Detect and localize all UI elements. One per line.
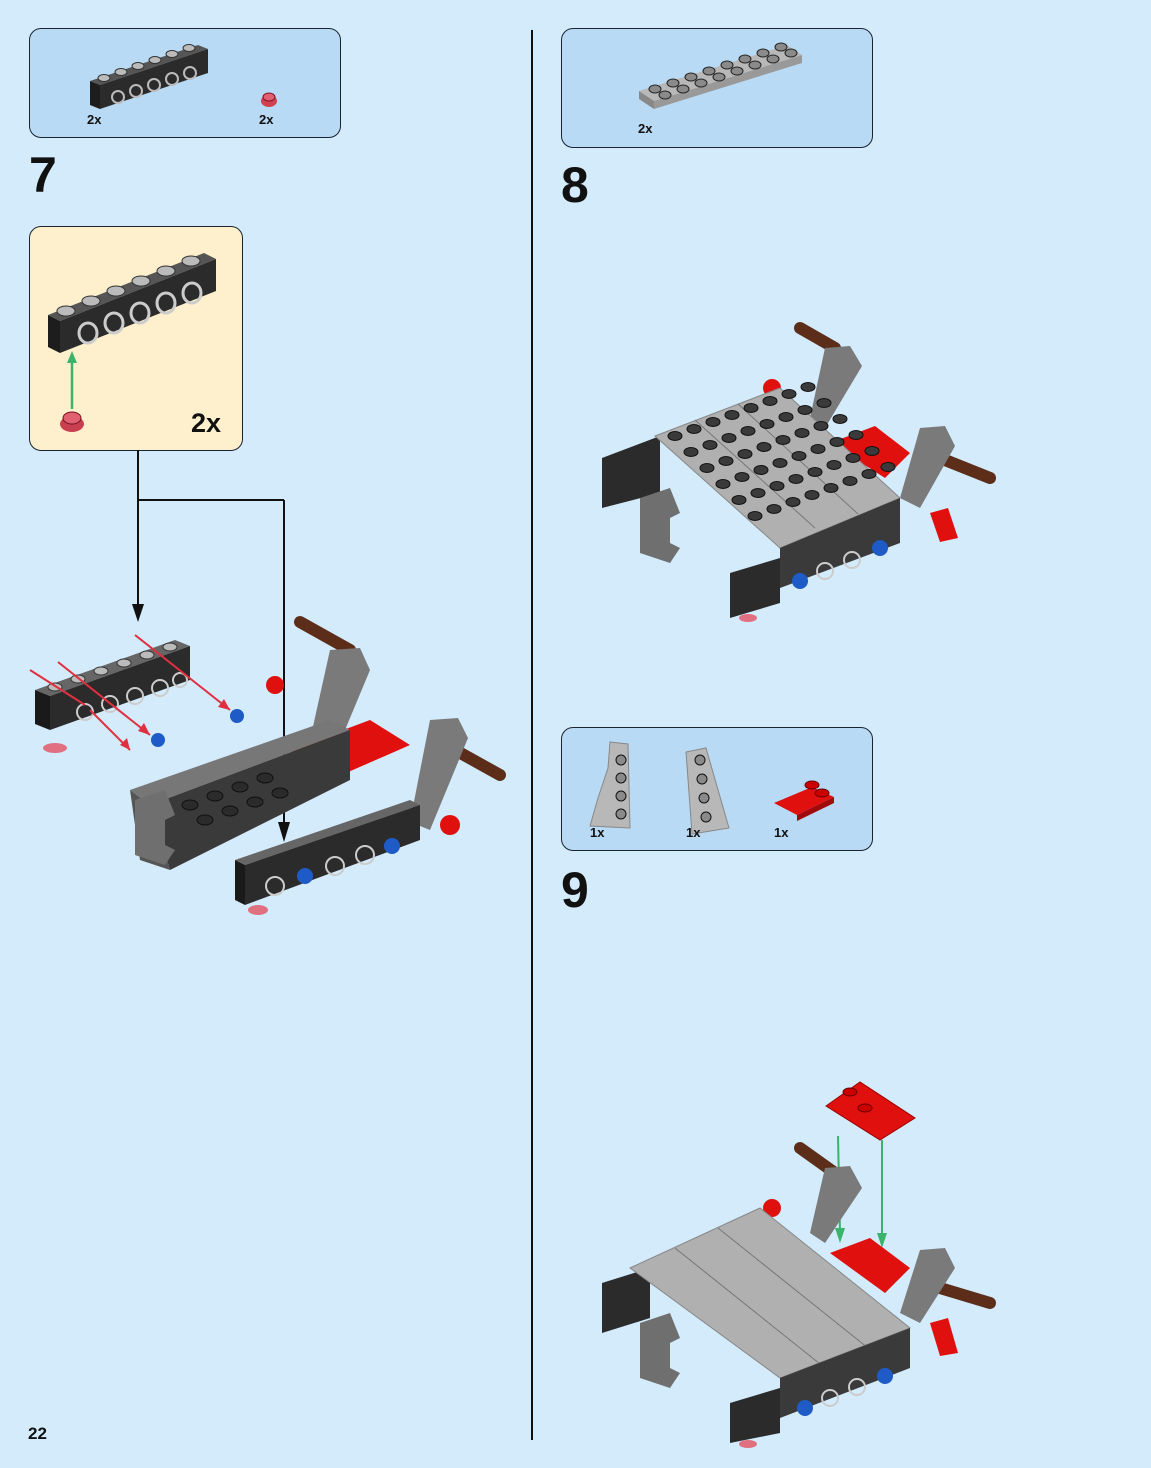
page-number: 22 [28, 1424, 47, 1443]
column-divider [531, 30, 533, 1440]
technic-brick-1x6-icon [90, 44, 208, 109]
step-8-part-1-qty: 2x [638, 121, 653, 136]
stud [753, 465, 769, 475]
stud [864, 446, 880, 456]
stud [769, 481, 785, 491]
stud [667, 431, 683, 441]
red-round-plate-icon [261, 92, 277, 107]
step-9-assembly-illustration [602, 1081, 996, 1448]
stud [740, 426, 756, 436]
stud [759, 419, 775, 429]
stud [832, 414, 848, 424]
step-7-assembly-illustration [29, 616, 506, 915]
step-8-parts-panel: 2x [561, 28, 873, 148]
stud [715, 479, 731, 489]
stud [686, 424, 702, 434]
stud [826, 460, 842, 470]
stud [794, 428, 810, 438]
stud [724, 410, 740, 420]
stud [756, 442, 772, 452]
stud [775, 435, 791, 445]
stud [762, 396, 778, 406]
step-7-parts-panel: 2x 2x [29, 28, 341, 138]
stud [683, 447, 699, 457]
stud [778, 412, 794, 422]
stud [785, 497, 801, 507]
step-9-part-2-qty: 1x [686, 825, 701, 840]
green-arrow-up-icon [67, 351, 77, 409]
stud [861, 469, 877, 479]
stud [807, 467, 823, 477]
stud [750, 488, 766, 498]
light-gray-plate-2x8-icon [639, 42, 802, 109]
red-round-plate-icon [60, 411, 84, 432]
stud [766, 504, 782, 514]
stud [747, 511, 763, 521]
stud [788, 474, 804, 484]
stud [800, 382, 816, 392]
stud [772, 458, 788, 468]
stud [845, 453, 861, 463]
step-9-part-3-qty: 1x [774, 825, 789, 840]
stud [705, 417, 721, 427]
step-9-part-1-qty: 1x [590, 825, 605, 840]
stud [810, 444, 826, 454]
step-8-assembly-illustration [602, 322, 996, 622]
stud [734, 472, 750, 482]
stud [721, 433, 737, 443]
stud [743, 403, 759, 413]
stud [718, 456, 734, 466]
stud [842, 476, 858, 486]
step-7-part-2-qty: 2x [259, 112, 274, 127]
stud [816, 398, 832, 408]
stud [804, 490, 820, 500]
stud [813, 421, 829, 431]
stud [699, 463, 715, 473]
stud [823, 483, 839, 493]
step-7-part-1-qty: 2x [87, 112, 102, 127]
step-7-number: 7 [29, 147, 57, 203]
stud [791, 451, 807, 461]
wedge-plate-right-icon [685, 747, 730, 835]
stud [702, 440, 718, 450]
red-slope-plate-icon [774, 780, 834, 821]
stud [829, 437, 845, 447]
step-7-callout-qty: 2x [191, 408, 222, 438]
step-8-number: 8 [561, 157, 589, 213]
step-9-number: 9 [561, 862, 589, 918]
stud [848, 430, 864, 440]
stud [737, 449, 753, 459]
stud [781, 389, 797, 399]
step-7-callout: 2x [29, 226, 243, 451]
stud [731, 495, 747, 505]
wedge-plate-left-icon [589, 741, 631, 829]
stud [880, 462, 896, 472]
technic-brick-1x6-icon [48, 253, 216, 353]
stud [797, 405, 813, 415]
step-9-parts-panel: 1x 1x 1x [561, 727, 873, 851]
